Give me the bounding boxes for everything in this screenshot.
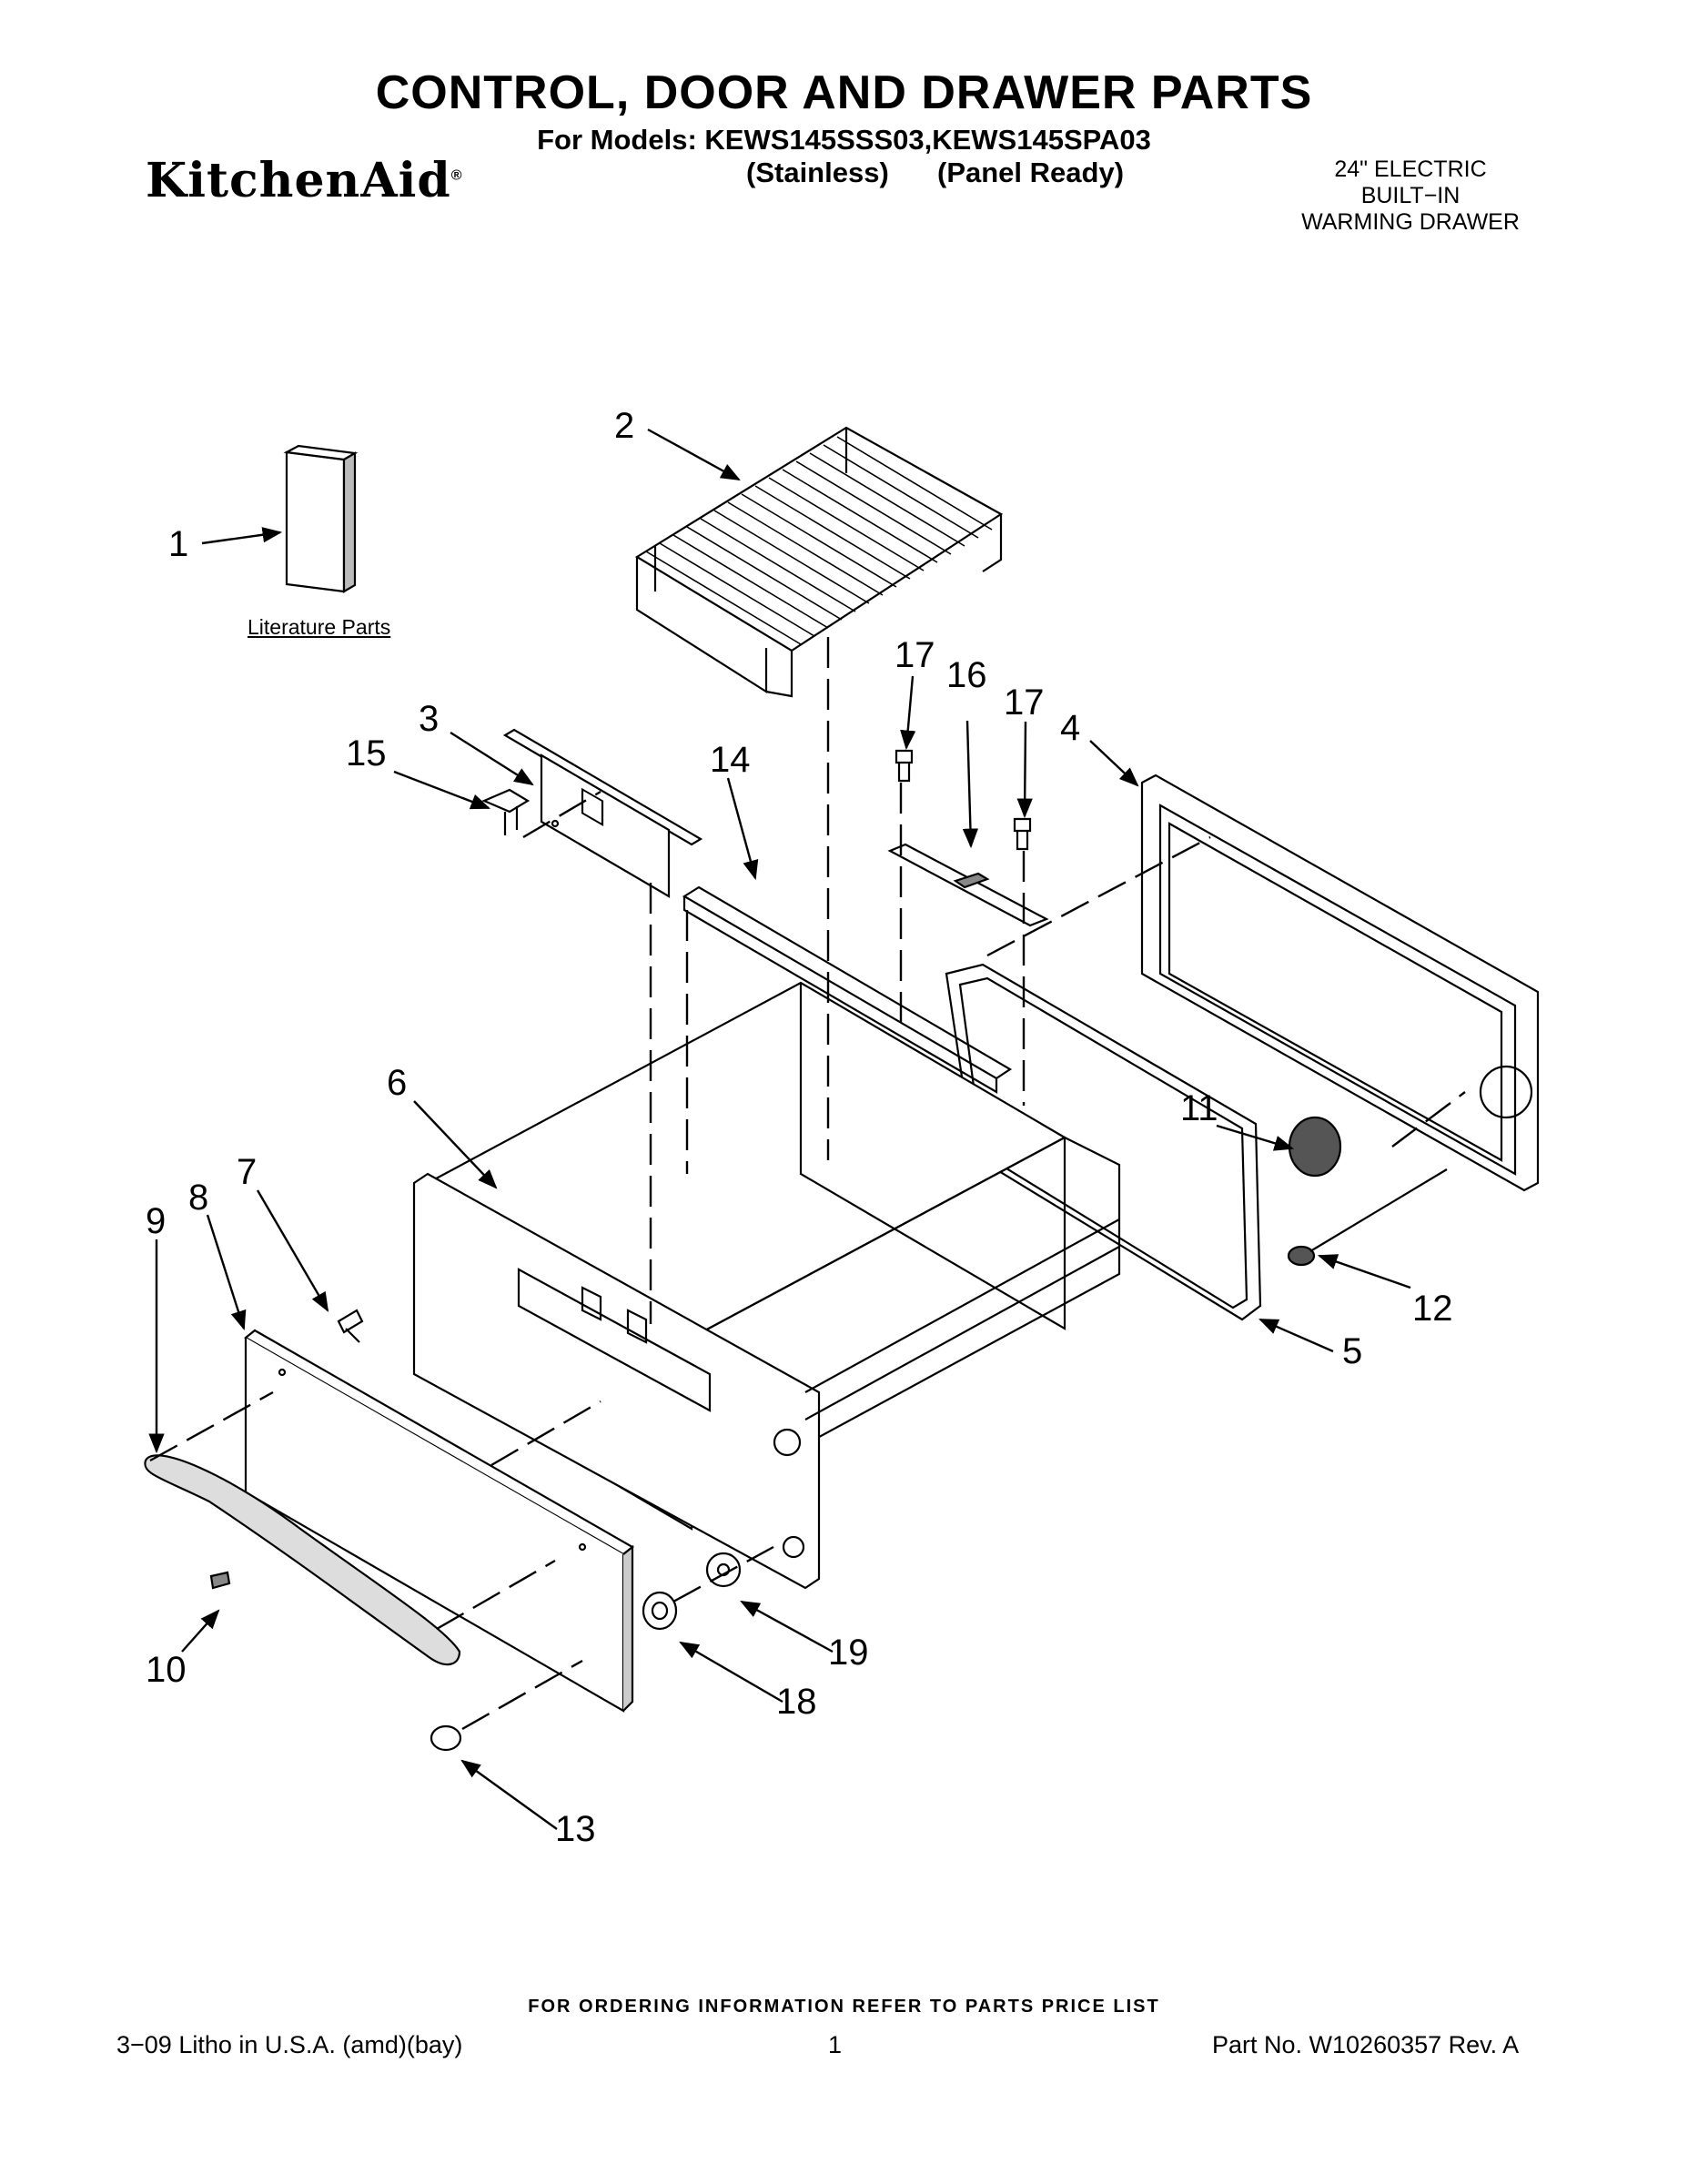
callout-label: 15 <box>346 733 387 774</box>
wire-rack-part <box>634 426 1004 698</box>
variant-panel-ready: (Panel Ready) <box>937 157 1125 188</box>
models-line: For Models: KEWS145SSS03,KEWS145SPA03 <box>537 124 1151 156</box>
page-title: CONTROL, DOOR AND DRAWER PARTS <box>375 66 1313 119</box>
page-number: 1 <box>828 2031 843 2058</box>
product-line: WARMING DRAWER <box>1301 209 1520 235</box>
brand-logo: KitchenAid® <box>146 153 463 208</box>
callout-label: 2 <box>614 406 635 446</box>
literature-parts-label: Literature Parts <box>248 615 391 639</box>
callout-label: 7 <box>237 1152 258 1192</box>
drawer-body-part <box>412 981 1121 1590</box>
callout-label: 9 <box>146 1201 167 1241</box>
washer-part <box>642 1591 678 1631</box>
door-handle-part <box>144 1454 461 1666</box>
literature-booklet-part <box>283 444 359 593</box>
rear-panel-part <box>1140 774 1540 1192</box>
callout-label: 3 <box>419 699 440 739</box>
callout-label: 17 <box>1004 682 1045 723</box>
leader-arrows <box>148 428 1411 1830</box>
callout-label: 13 <box>555 1809 596 1849</box>
callout-label: 10 <box>146 1650 187 1690</box>
callout-label: 1 <box>168 524 189 564</box>
switch-part <box>1287 1168 1448 1267</box>
variant-stainless: (Stainless) <box>746 157 889 188</box>
callout-label: 6 <box>387 1063 408 1103</box>
tab-part <box>209 1571 231 1590</box>
callout-label: 14 <box>710 740 751 780</box>
callout-label: 12 <box>1412 1289 1453 1329</box>
callout-label: 18 <box>776 1682 817 1722</box>
callout-label: 17 <box>895 635 935 675</box>
brand-mark: ® <box>450 167 463 184</box>
callout-label: 19 <box>828 1633 869 1673</box>
brand-name: KitchenAid <box>146 153 451 208</box>
ordering-note: FOR ORDERING INFORMATION REFER TO PARTS … <box>528 1997 1160 2017</box>
product-line: BUILT−IN <box>1360 183 1461 208</box>
screw-part <box>895 749 1032 851</box>
callout-label: 8 <box>188 1178 209 1218</box>
callout-label: 4 <box>1060 708 1081 748</box>
clip-part <box>481 788 531 835</box>
assembly-lines <box>149 637 1466 1731</box>
screw-part <box>337 1309 364 1343</box>
callout-label: 11 <box>1180 1088 1218 1128</box>
bumper-part <box>430 1724 462 1752</box>
knob-part <box>1288 1116 1342 1178</box>
top-trim-part <box>682 885 1013 1094</box>
product-line: 24" ELECTRIC <box>1334 157 1487 182</box>
part-number: Part No. W10260357 Rev. A <box>1212 2031 1520 2058</box>
callout-label: 16 <box>946 655 987 695</box>
litho-info: 3−09 Litho in U.S.A. (amd)(bay) <box>116 2031 463 2058</box>
door-panel-part <box>244 1329 634 1713</box>
product-description: 24" ELECTRIC BUILT−IN WARMING DRAWER <box>1274 157 1547 236</box>
callout-label: 5 <box>1342 1331 1363 1371</box>
control-bracket-part <box>502 728 703 898</box>
